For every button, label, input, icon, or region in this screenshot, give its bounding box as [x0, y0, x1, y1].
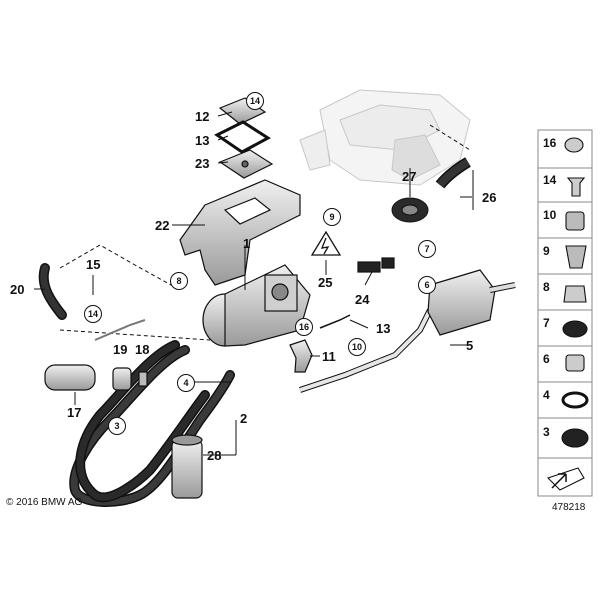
coolant-filter: [171, 434, 203, 499]
legend-7: 7: [543, 316, 550, 330]
callout-24: 24: [355, 292, 370, 307]
callout-25: 25: [318, 275, 333, 290]
leader-lines: [34, 111, 474, 456]
circled-ref-4: 4: [177, 374, 195, 392]
legend-4: 4: [543, 388, 550, 402]
copyright-text: © 2016 BMW AG: [6, 497, 83, 508]
callout-26: 26: [482, 190, 497, 205]
coolant-pump: [44, 319, 146, 391]
callout-12: 12: [195, 109, 210, 124]
hose-26-27: [391, 157, 471, 223]
circled-ref-14-left: 14: [84, 305, 102, 323]
circled-ref-16: 16: [295, 318, 313, 336]
circled-ref-8: 8: [170, 272, 188, 290]
circled-ref-14-top: 14: [246, 92, 264, 110]
diagram-id: 478218: [552, 502, 586, 513]
callout-2: 2: [240, 411, 248, 426]
circled-ref-10: 10: [348, 338, 366, 356]
dashed-leaders: [59, 124, 471, 341]
elbow-fitting: [289, 339, 313, 373]
callout-5: 5: [466, 338, 474, 353]
legend-part-icons: [546, 137, 589, 491]
legend-16: 16: [543, 136, 557, 150]
legend-10: 10: [543, 208, 557, 222]
cable-15: [319, 314, 351, 329]
circled-ref-6: 6: [418, 276, 436, 294]
callout-11: 11: [322, 349, 336, 364]
callout-20: 19: [113, 342, 128, 357]
main-bracket: [179, 179, 301, 286]
callout-22: 22: [155, 218, 170, 233]
callout-13: 13: [195, 133, 210, 148]
callout-28: 28: [207, 448, 222, 463]
warning-label-25: [310, 230, 342, 256]
circled-ref-9: 9: [323, 208, 341, 226]
clamp-parts: [112, 367, 148, 391]
ghost-engine-assembly: [299, 89, 471, 186]
legend-8: 8: [543, 280, 550, 294]
callout-21: 20: [10, 282, 25, 297]
legend-6: 6: [543, 352, 550, 366]
callout-23: 23: [195, 156, 210, 171]
callout-27: 27: [402, 169, 417, 184]
bracket-plates: [214, 97, 274, 179]
callout-1: 1: [243, 236, 251, 251]
callout-17: 15: [86, 257, 101, 272]
connector-24: [357, 257, 395, 273]
legend-3: 3: [543, 425, 550, 439]
callout-18: 17: [67, 405, 82, 420]
circled-ref-3: 3: [108, 417, 126, 435]
exhaust-muffler: [299, 269, 516, 393]
legend-9: 9: [543, 244, 550, 258]
circled-ref-7: 7: [418, 240, 436, 258]
callout-15: 13: [376, 321, 391, 336]
callout-19: 18: [135, 342, 150, 357]
legend-14: 14: [543, 173, 557, 187]
